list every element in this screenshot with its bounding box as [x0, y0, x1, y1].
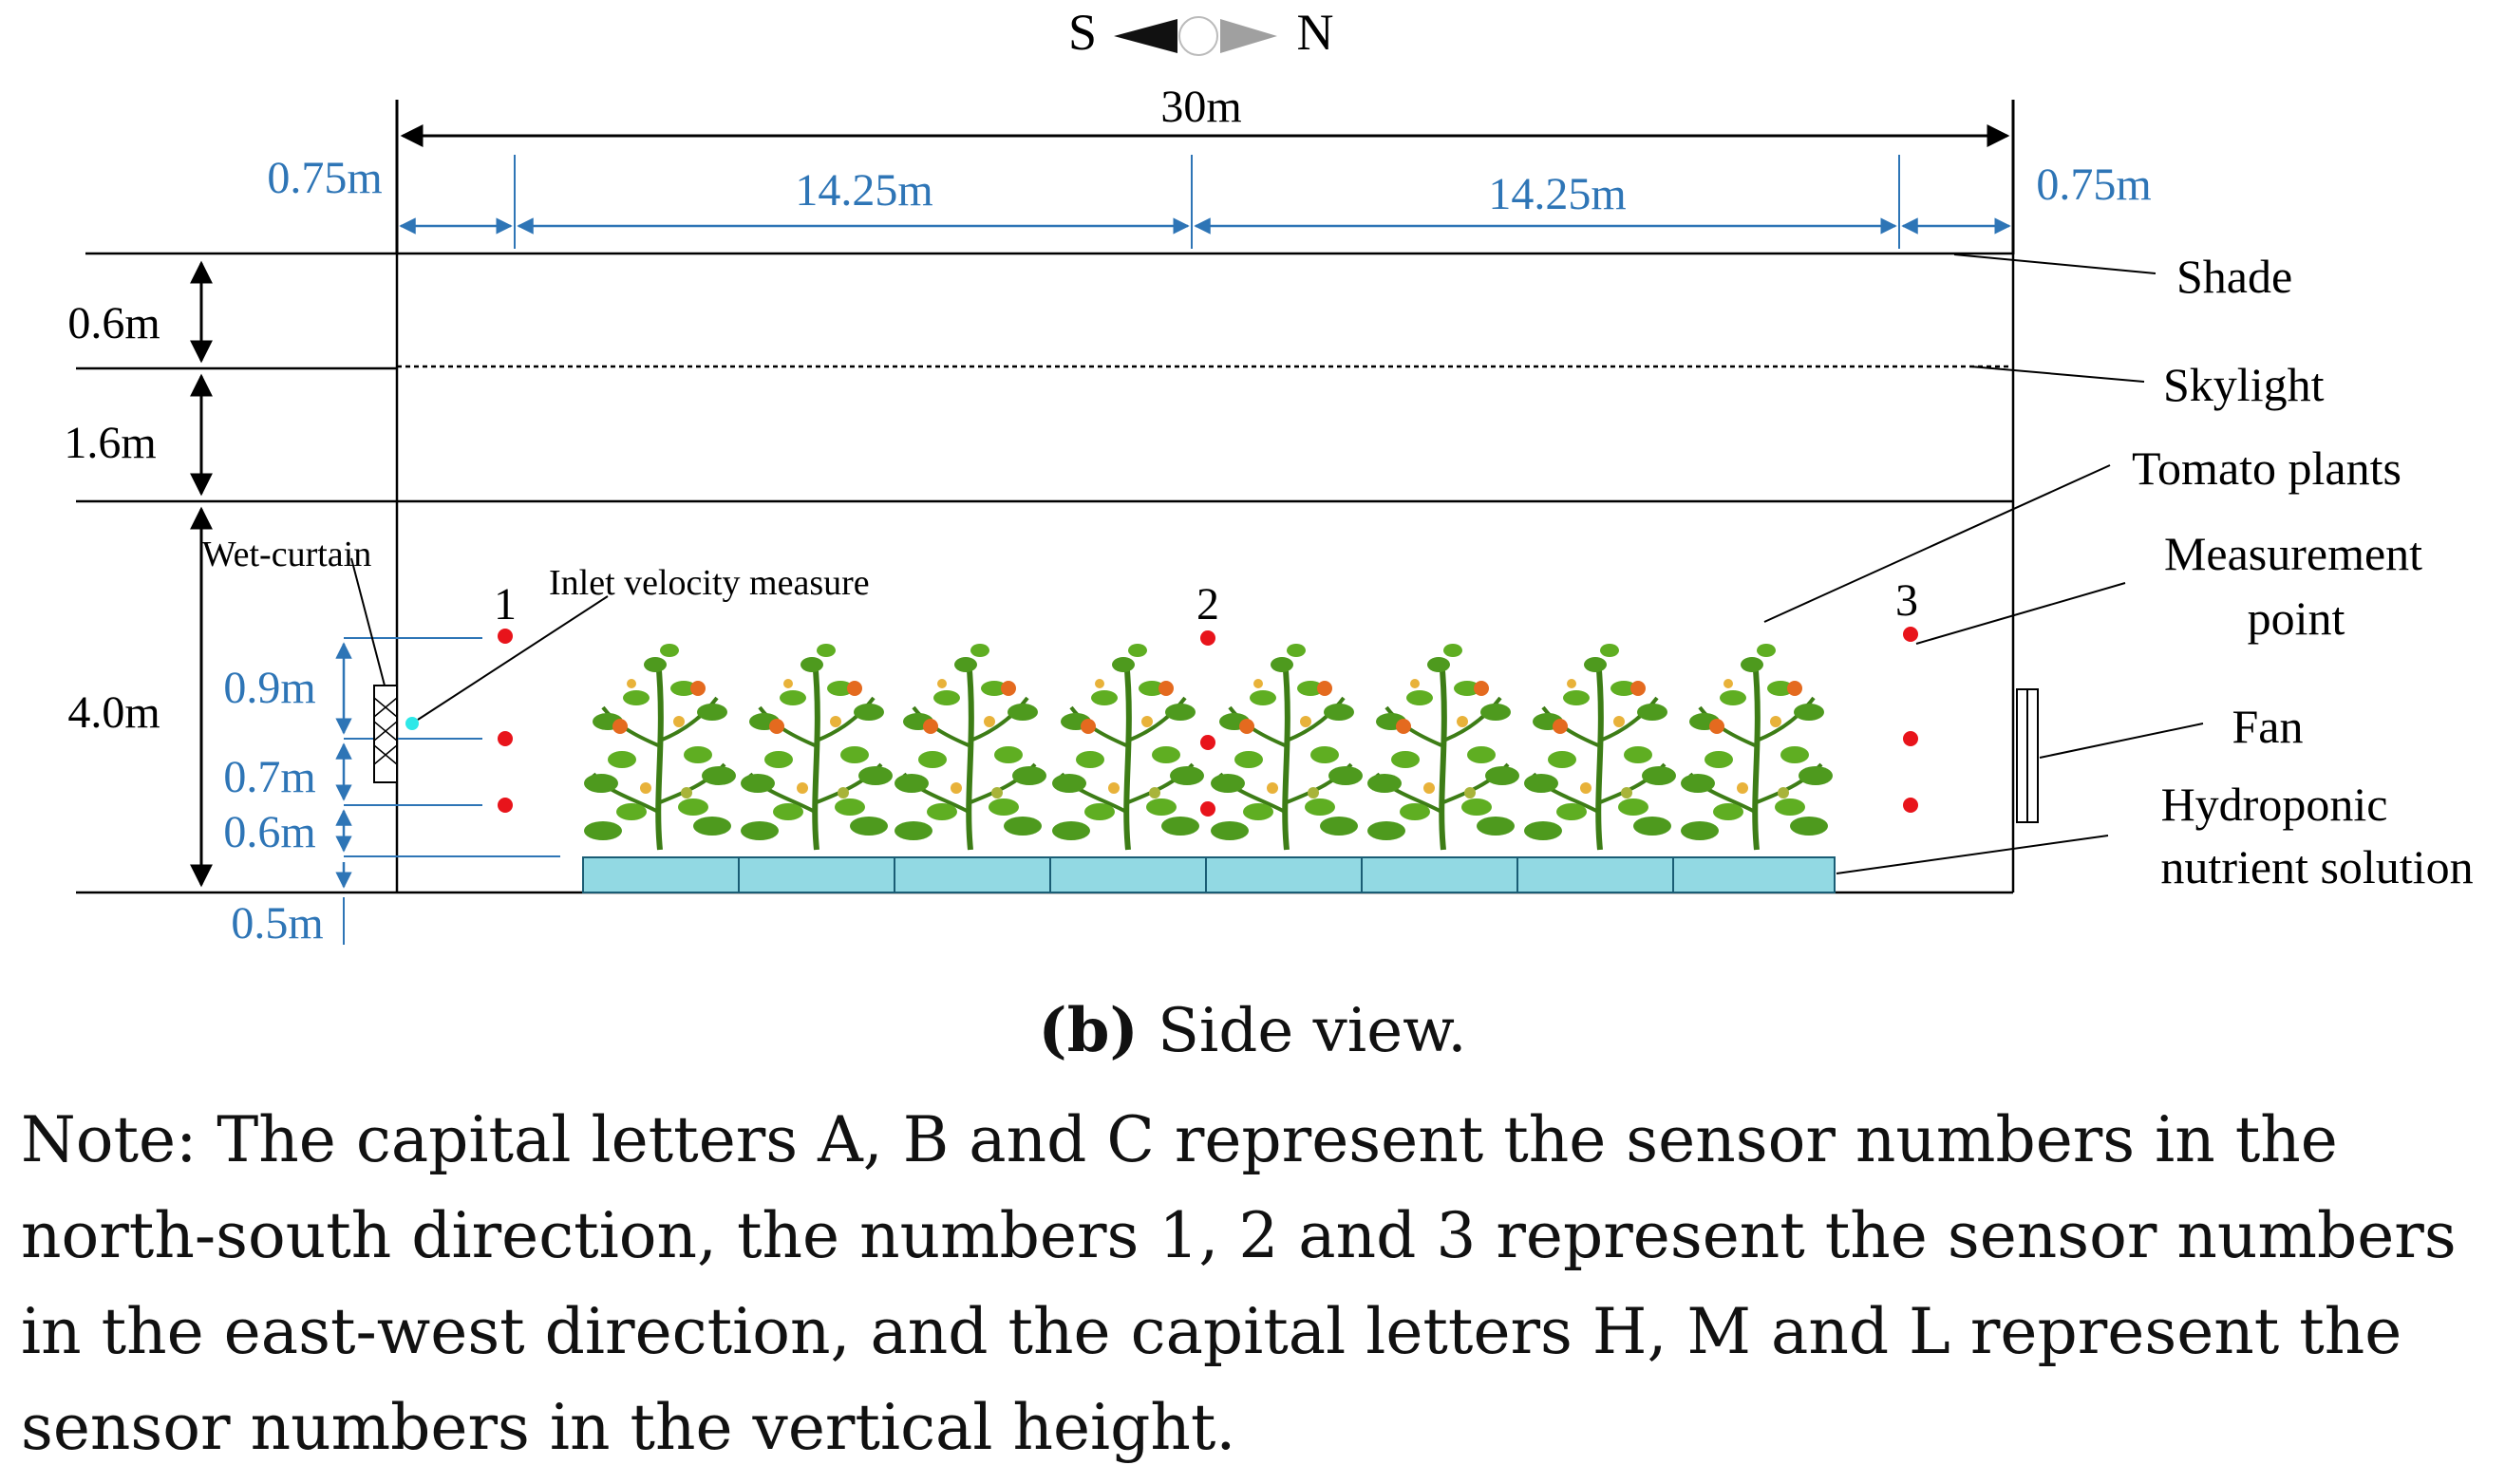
sensor-height-label-2: 0.7m	[223, 752, 315, 802]
sensor-point	[1903, 731, 1918, 746]
hydroponic-troughs	[582, 856, 1836, 893]
sensor-point	[1200, 801, 1215, 817]
column-label-2: 2	[1196, 579, 1219, 629]
hydroponic-label-line2: nutrient solution	[2160, 840, 2473, 893]
tomato-plants-label: Tomato plants	[2132, 441, 2401, 495]
height-label-growing: 4.0m	[67, 687, 160, 738]
compass-arrow-south-icon	[1114, 19, 1177, 53]
sensor-point	[498, 798, 513, 813]
tomato-plant-icon	[1524, 644, 1676, 850]
tomato-plant-icon	[1681, 644, 1833, 850]
wet-curtain-label: Wet-curtain	[202, 535, 371, 574]
sensor-point	[498, 731, 513, 746]
measurement-point-label-line1: Measurement	[2164, 527, 2422, 580]
compass: S N	[1068, 4, 1334, 61]
fan	[2016, 688, 2039, 823]
caption-label: (b)	[1038, 995, 1139, 1066]
height-label-skylight: 1.6m	[64, 418, 156, 468]
compass-arrow-north-icon	[1220, 19, 1277, 53]
total-width-dimension: 30m	[395, 82, 2015, 254]
segment-label-3: 14.25m	[1488, 169, 1626, 219]
figure-note: Note: The capital letters A, B and C rep…	[21, 1103, 2457, 1464]
sensor-point	[1200, 735, 1215, 750]
caption-text: Side view.	[1138, 996, 1467, 1066]
sensor-point	[498, 629, 513, 644]
tomato-plant-icon	[895, 644, 1046, 850]
tomato-plant-icon	[741, 644, 893, 850]
sensor-point	[1903, 627, 1918, 642]
segment-dimensions	[399, 155, 2011, 249]
figure-caption: (b) Side view.	[0, 995, 2505, 1066]
sensor-point	[1200, 630, 1215, 646]
shade-label: Shade	[2176, 250, 2292, 303]
compass-south-label: S	[1068, 4, 1097, 61]
total-width-label: 30m	[1160, 82, 1241, 132]
height-label-shade: 0.6m	[67, 298, 160, 348]
fan-label: Fan	[2232, 700, 2304, 753]
segment-label-2: 14.25m	[795, 165, 932, 216]
segment-label-4: 0.75m	[2036, 160, 2151, 210]
measurement-point-label-line2: point	[2248, 592, 2345, 645]
column-label-1: 1	[494, 579, 517, 629]
sensor-height-label-4: 0.5m	[231, 898, 323, 949]
compass-center-icon	[1178, 16, 1218, 56]
sensor-height-dimensions	[335, 637, 560, 945]
leader-lines	[1763, 254, 2204, 874]
tomato-plant-icon	[1367, 644, 1519, 850]
wet-curtain	[350, 557, 398, 783]
column-label-3: 3	[1895, 575, 1918, 626]
sensor-points	[498, 627, 1918, 817]
sensor-height-label-1: 0.9m	[223, 663, 315, 713]
sensor-height-label-3: 0.6m	[223, 807, 315, 857]
tomato-plant-icon	[1052, 644, 1204, 850]
inlet-velocity-label: Inlet velocity measure	[549, 563, 870, 603]
compass-north-label: N	[1297, 4, 1334, 61]
tomato-plant-icon	[584, 644, 736, 850]
hydroponic-label-line1: Hydroponic	[2161, 778, 2388, 831]
segment-label-1: 0.75m	[267, 153, 382, 203]
sensor-point	[1903, 798, 1918, 813]
inlet-velocity-point	[405, 717, 419, 730]
tomato-plant-icon	[1211, 644, 1363, 850]
skylight-label: Skylight	[2163, 358, 2325, 411]
